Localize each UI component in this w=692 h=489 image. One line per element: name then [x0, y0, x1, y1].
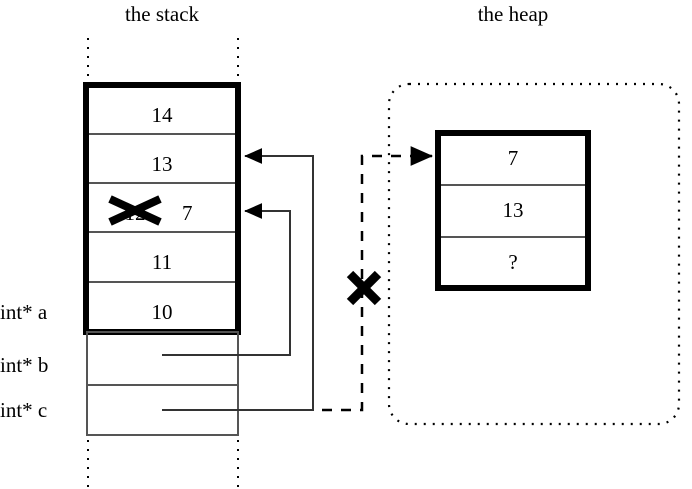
- stack-cell-value-0: 14: [151, 103, 173, 127]
- pointer-c-stack-edge: [162, 148, 314, 411]
- pointer-label-c: int* c: [0, 398, 48, 422]
- pointer-b-edge: [162, 203, 291, 356]
- heap-cell-value-1: 13: [502, 198, 524, 222]
- stack-title: the stack: [124, 2, 200, 26]
- pointer-label-a: int* a: [0, 300, 48, 324]
- stack-frame-box: [83, 82, 241, 335]
- heap-cell-value-0: 7: [507, 146, 519, 170]
- heap-block-box: [435, 130, 591, 291]
- dangling-heap-edge: [322, 146, 434, 412]
- pointer-label-b: int* b: [0, 353, 49, 377]
- struck-value-x-icon: [108, 195, 162, 226]
- stack-cell-value-2-struck: 12: [124, 201, 146, 225]
- stack-pointer-rows-box: [86, 331, 239, 436]
- heap-cell-value-2: ?: [508, 250, 518, 274]
- stack-cell-value-1: 13: [151, 152, 173, 176]
- stack-cell-value-2-replacement: 7: [182, 201, 193, 225]
- heap-title: the heap: [477, 2, 549, 26]
- stack-cell-value-4: 10: [151, 300, 173, 324]
- invalidated-pointer-x-icon: [346, 270, 382, 306]
- stack-cell-value-3: 11: [151, 250, 173, 274]
